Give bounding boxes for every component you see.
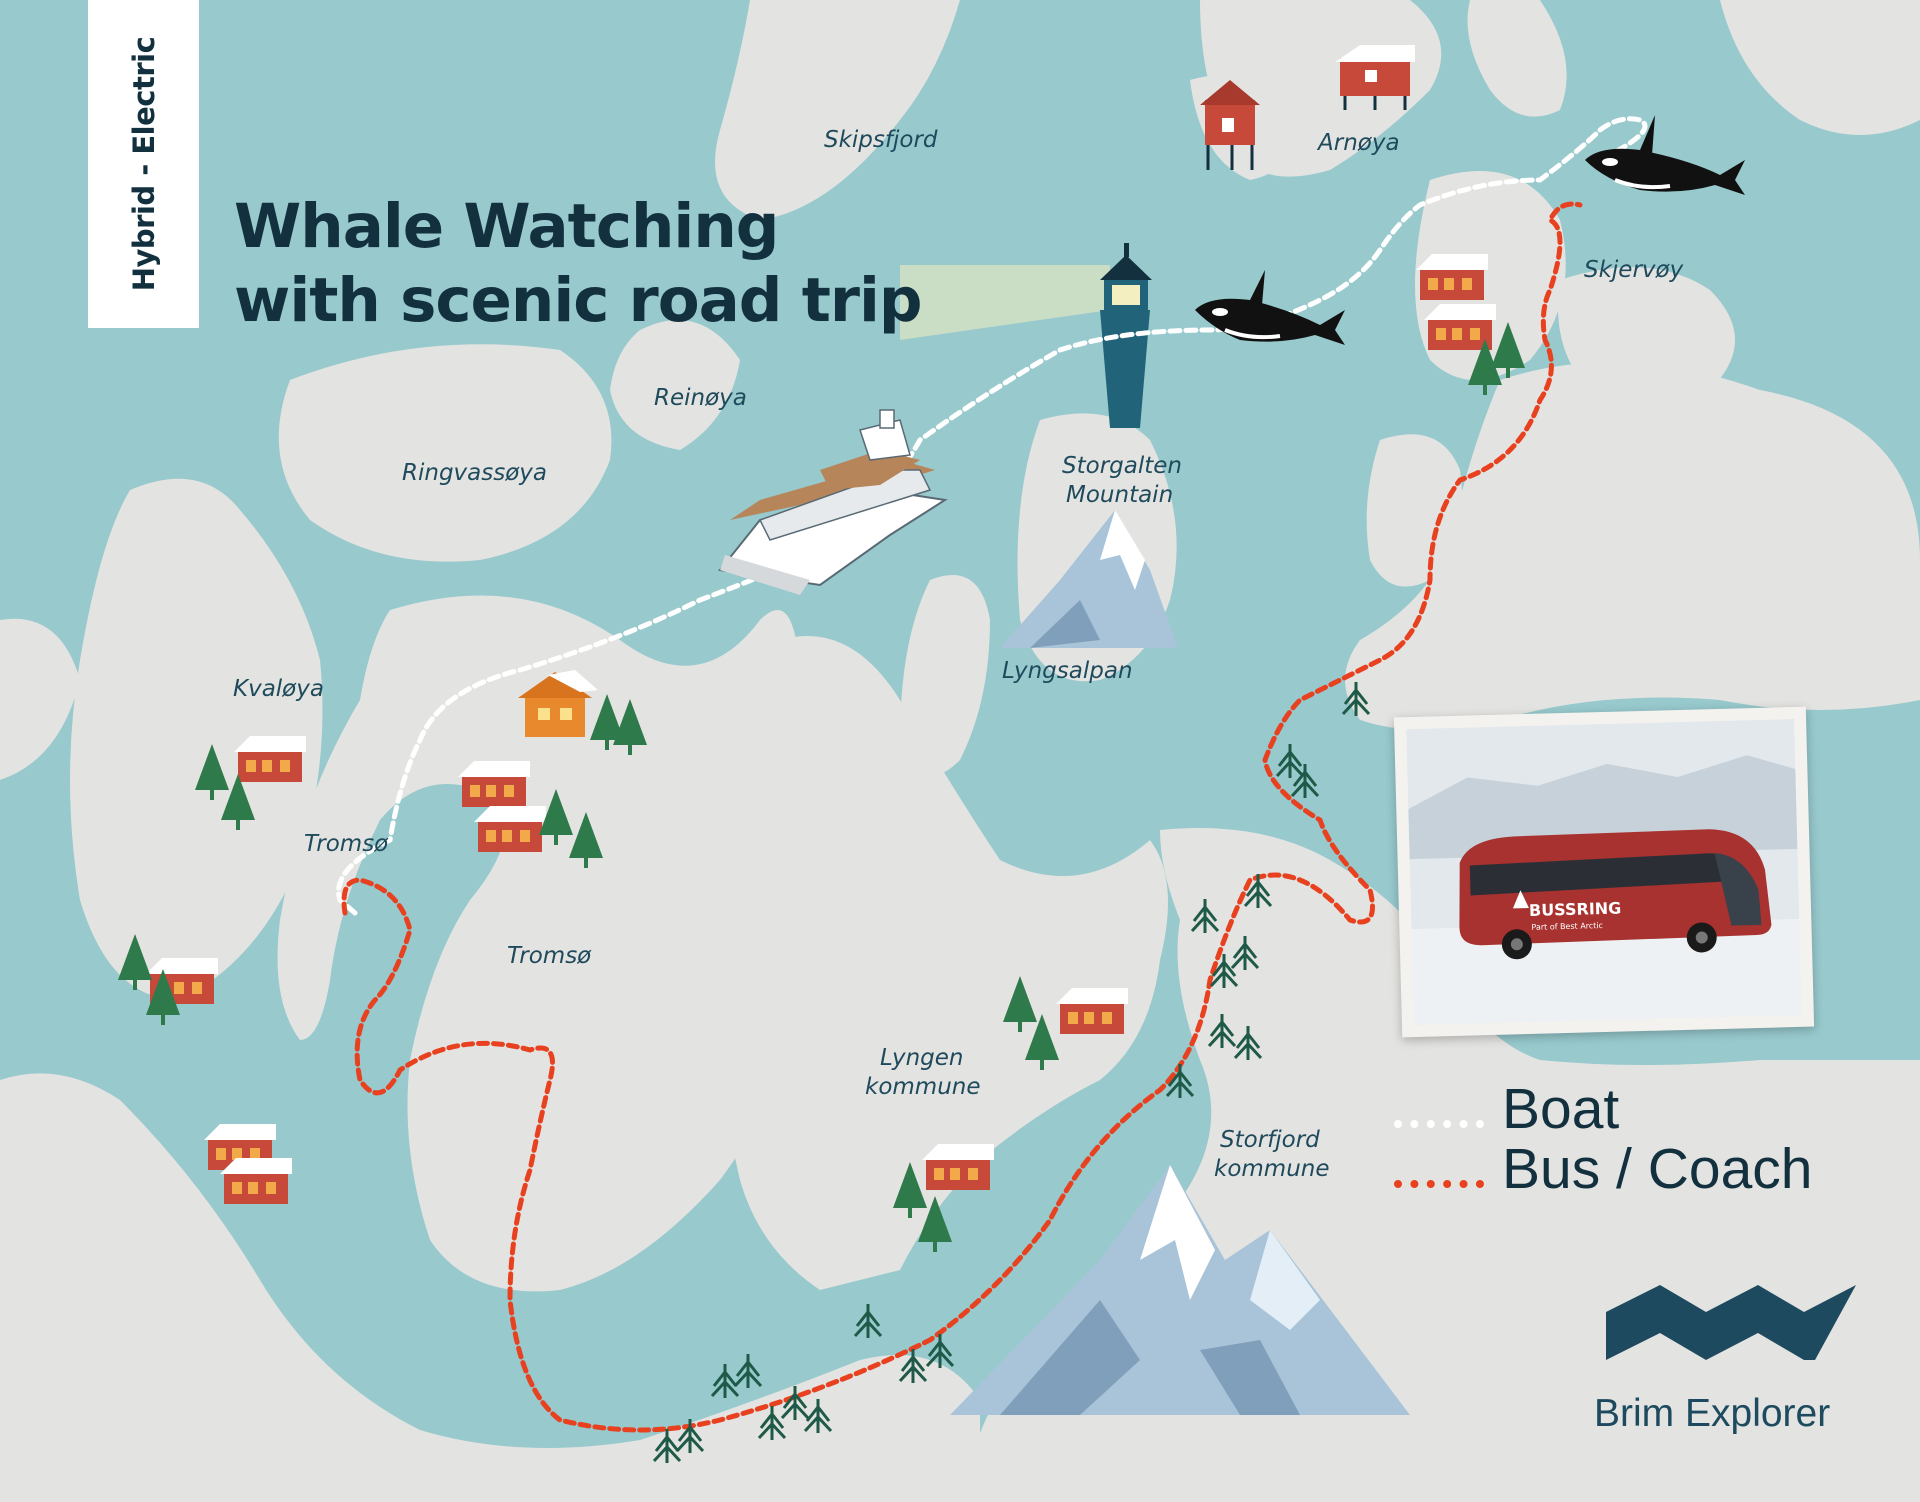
label-arnoya: Arnøya — [1316, 130, 1400, 156]
brand-name: Brim Explorer — [1594, 1392, 1831, 1435]
brim-explorer-logo — [1606, 1285, 1856, 1360]
bus-sub-text: Part of Best Arctic — [1531, 921, 1603, 932]
bus-line-swatch — [1394, 1180, 1484, 1188]
storgalten-mountain — [1000, 510, 1178, 648]
legend-label-boat: Boat — [1502, 1077, 1620, 1141]
bus-photo: BUSSRING Part of Best Arctic — [1393, 706, 1815, 1038]
page-title: Whale Watching with scenic road trip — [234, 190, 923, 338]
label-skjervoy: Skjervøy — [1584, 257, 1684, 283]
label-tromso-city: Tromsø — [304, 831, 389, 857]
label-storfjord: Storfjord — [1220, 1127, 1320, 1153]
label-storfjord-kommune: kommune — [1214, 1156, 1330, 1182]
label-ringvassoya: Ringvassøya — [402, 460, 547, 486]
stilt-houses — [1200, 45, 1415, 170]
title-line-1: Whale Watching — [234, 191, 779, 262]
label-skipsfjord: Skipsfjord — [824, 127, 938, 153]
bus-route — [341, 201, 1583, 1433]
label-lyngen-kommune: kommune — [865, 1074, 981, 1100]
boat-route — [336, 116, 1648, 916]
bus-brand-text: BUSSRING — [1529, 899, 1622, 920]
ship — [718, 409, 948, 595]
lyngen-mountain — [950, 1165, 1410, 1415]
label-storgalten: Storgalten — [1062, 453, 1182, 479]
label-reinoya: Reinøya — [654, 385, 747, 411]
boat-line-swatch — [1394, 1120, 1484, 1128]
orca-whale-left — [1195, 270, 1345, 345]
label-lyngsalpan: Lyngsalpan — [1002, 658, 1133, 684]
legend-label-bus: Bus / Coach — [1502, 1137, 1813, 1201]
label-lyngen: Lyngen — [880, 1045, 964, 1071]
bus-illustration: BUSSRING Part of Best Arctic — [1459, 829, 1772, 960]
villages — [118, 254, 1525, 1252]
badge-text: Hybrid - Electric — [126, 36, 161, 292]
hybrid-electric-badge: Hybrid - Electric — [88, 0, 199, 328]
label-kvaloya: Kvaløya — [233, 676, 324, 702]
label-storgalten-mountain: Mountain — [1066, 482, 1173, 508]
title-line-2: with scenic road trip — [234, 265, 923, 336]
orca-whale-right — [1585, 115, 1745, 195]
label-tromso-region: Tromsø — [507, 943, 592, 969]
